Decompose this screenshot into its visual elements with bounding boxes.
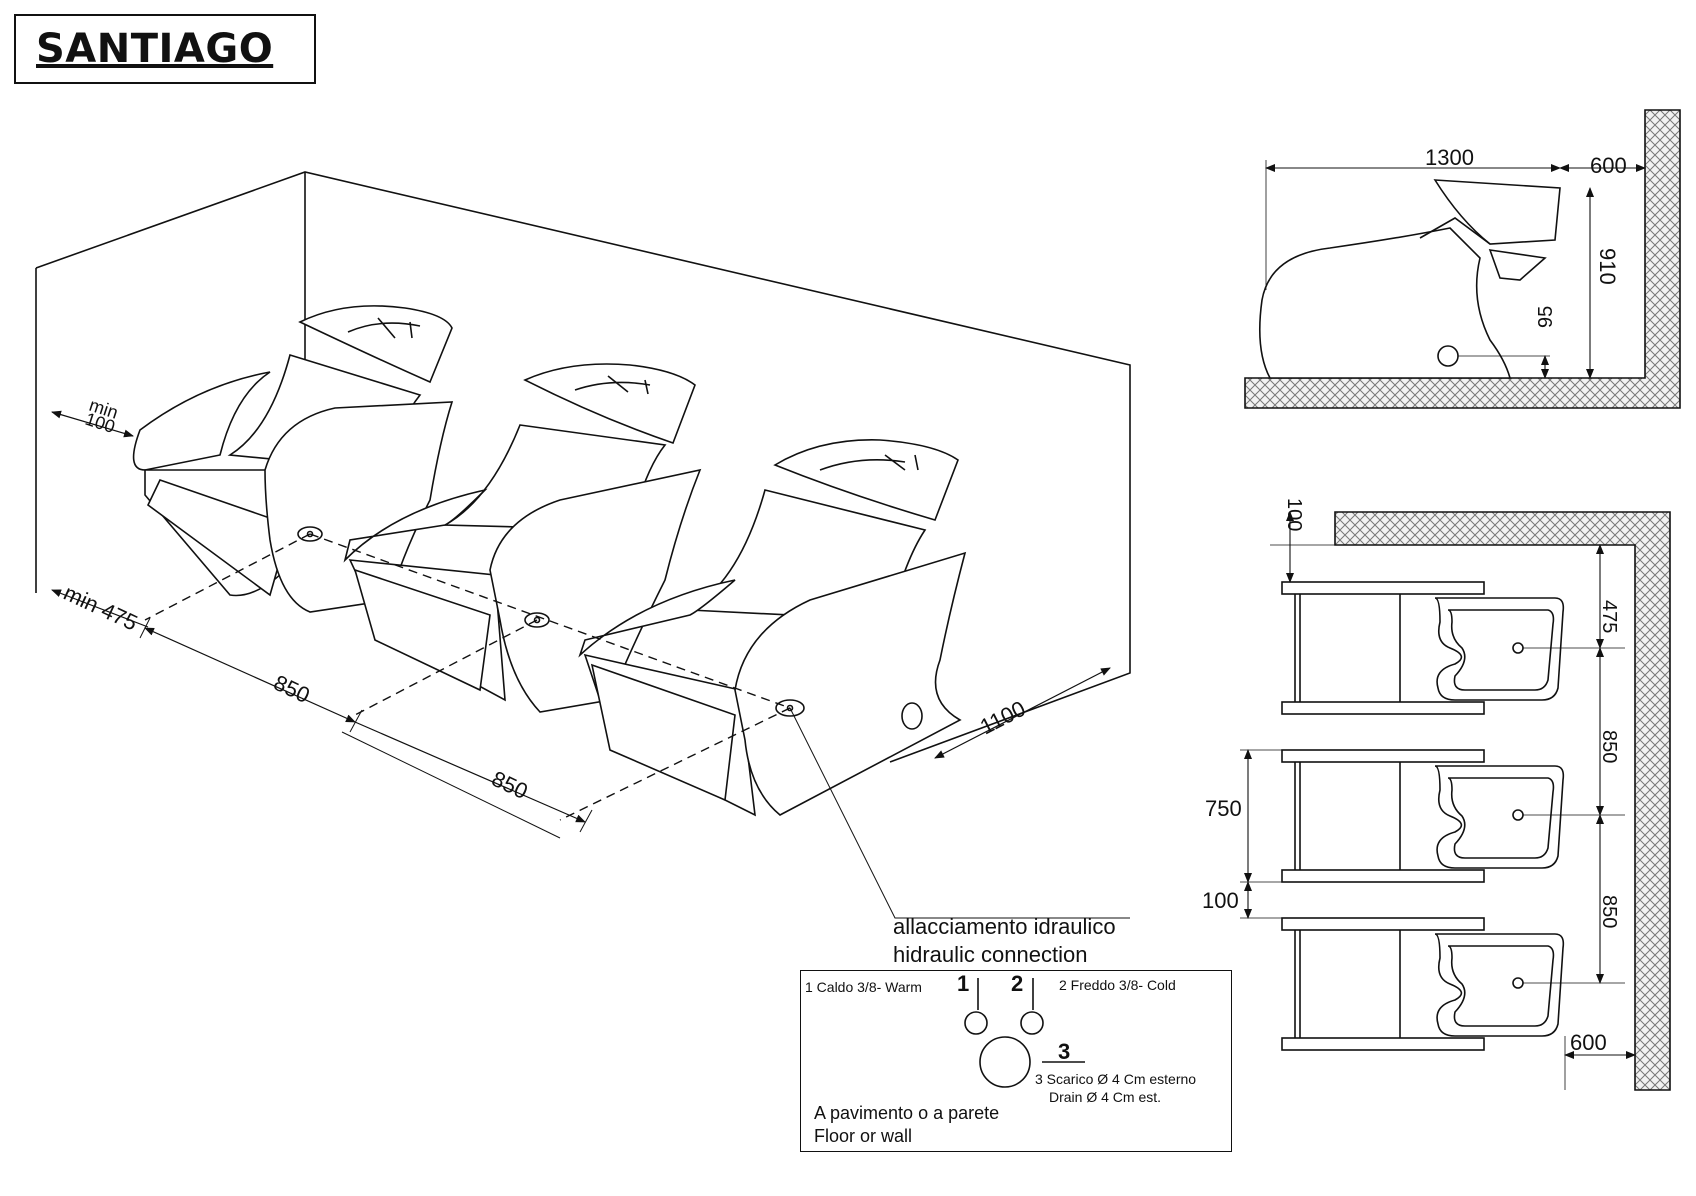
- dim-1100-label: 1100: [976, 696, 1030, 740]
- shampoo-unit-1: [132, 305, 454, 613]
- dim-1300-label: 1300: [1425, 145, 1474, 170]
- dim-910-label: 910: [1595, 248, 1620, 285]
- dim-600-plan-label: 600: [1570, 1030, 1607, 1055]
- num-2-label: 2: [1011, 971, 1024, 996]
- cold-label: 2 Freddo 3/8- Cold: [1059, 977, 1176, 993]
- dim-100-gap-label: 100: [1202, 888, 1239, 913]
- dim-475-label: 475: [1598, 600, 1620, 633]
- cold-connection-icon: [1020, 1011, 1044, 1035]
- drain-label-it: 3 Scarico Ø 4 Cm esterno: [1035, 1071, 1197, 1087]
- floor-label-en: Floor or wall: [814, 1126, 913, 1146]
- drain-connection-icon: [979, 1036, 1031, 1088]
- dim-850-b-label: 850: [488, 766, 532, 804]
- connection-label-it: allacciamento idraulico: [893, 914, 1116, 939]
- connection-marker-2: [524, 612, 550, 628]
- connection-marker-3: [775, 699, 805, 717]
- dim-min475-label: min 475: [60, 580, 142, 636]
- drain-label-en: Drain Ø 4 Cm est.: [1049, 1089, 1162, 1105]
- dim-850-plan-a-label: 850: [1598, 730, 1620, 763]
- plan-unit-3: [1281, 917, 1565, 1051]
- dim-600-side-label: 600: [1590, 153, 1627, 178]
- side-chair-body: [1258, 227, 1512, 379]
- connection-label-en: hidraulic connection: [893, 942, 1088, 967]
- num-1-label: 1: [957, 971, 970, 996]
- connection-legend: 1 Caldo 3/8- Warm 1 2 2 Freddo 3/8- Cold…: [800, 970, 1232, 1152]
- dim-95-label: 95: [1535, 306, 1557, 328]
- perspective-view: [35, 171, 1131, 919]
- plan-unit-1: [1281, 581, 1565, 715]
- dim-850-plan-b-label: 850: [1598, 895, 1620, 928]
- connection-marker-1: [297, 526, 323, 542]
- shampoo-unit-2: [343, 363, 702, 713]
- title-box: SANTIAGO: [14, 14, 316, 84]
- drain-outlet: [901, 702, 923, 730]
- shampoo-unit-3: [578, 439, 967, 817]
- warm-label: 1 Caldo 3/8- Warm: [805, 979, 922, 995]
- plan-unit-2: [1281, 749, 1565, 883]
- connection-symbols: [964, 978, 1085, 1088]
- num-3-label: 3: [1058, 1039, 1071, 1064]
- plan-view: [1240, 511, 1671, 1091]
- dim-750-label: 750: [1205, 796, 1242, 821]
- dim-850-a-label: 850: [270, 670, 314, 708]
- side-view: [1244, 109, 1681, 409]
- floor-label-it: A pavimento o a parete: [814, 1103, 1000, 1123]
- warm-connection-icon: [964, 1011, 988, 1035]
- page-title: SANTIAGO: [36, 26, 274, 72]
- side-basin: [1433, 179, 1561, 245]
- dim-100-top-label: 100: [1283, 498, 1305, 531]
